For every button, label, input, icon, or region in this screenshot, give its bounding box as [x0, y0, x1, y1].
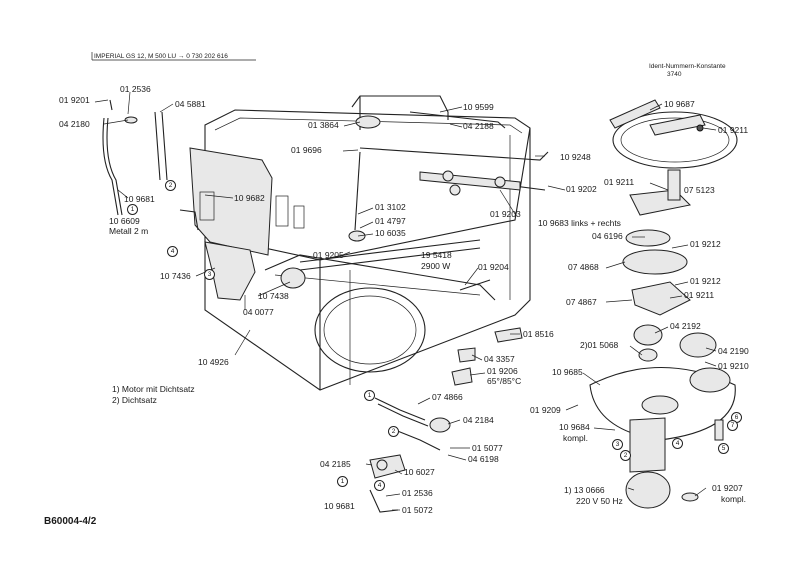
part-label: 10 6609: [109, 216, 140, 226]
part-label: 01 2536: [402, 488, 433, 498]
side-panel: [189, 147, 305, 256]
part-label: 01 9211: [718, 125, 749, 135]
part-label: 01 5077: [472, 443, 503, 453]
part-label: 01 9696: [291, 145, 322, 155]
spray-arm: [609, 99, 738, 169]
ident-value: 3740: [667, 71, 682, 78]
part-label: Metall 2 m: [109, 226, 149, 236]
part-label: 01 9203: [490, 209, 521, 219]
part-label: 04 6198: [468, 454, 499, 464]
drawing-code: B60004-4/2: [44, 516, 97, 527]
part-label: 01 9206: [487, 366, 518, 376]
part-label: 10 9681: [324, 501, 355, 511]
part-label: 10 9685: [552, 367, 583, 377]
part-label: 10 9683 links + rechts: [538, 218, 621, 228]
left-hoses: [102, 99, 256, 301]
part-label: 2900 W: [421, 261, 451, 271]
callout-number: 3: [612, 439, 623, 450]
part-label: 01 9211: [604, 177, 635, 187]
part-label: 04 2180: [59, 119, 90, 129]
part-label: 10 9248: [560, 152, 591, 162]
part-label: 10 9684: [559, 422, 590, 432]
footnote-2: 2) Dichtsatz: [112, 395, 157, 405]
part-label: 04 0077: [243, 307, 274, 317]
part-label: 04 2184: [463, 415, 494, 425]
callout-number: 2: [620, 450, 631, 461]
part-label: 04 5881: [175, 99, 206, 109]
callout-number: 2: [165, 180, 176, 191]
part-label: 01 9212: [690, 276, 721, 286]
part-label: 04 2190: [718, 346, 749, 356]
part-label: 07 4866: [432, 392, 463, 402]
leader-lines: [94, 91, 717, 511]
part-label: 01 9207: [712, 483, 743, 493]
part-label: 10 6027: [404, 467, 435, 477]
part-label: 19 5418: [421, 250, 452, 260]
part-label: 10 9599: [463, 102, 494, 112]
model-heading: IMPERIAL GS 12, M 500 LU → 0 730 202 616: [94, 53, 228, 60]
part-label: 01 9210: [718, 361, 749, 371]
part-label: 01 3102: [375, 202, 406, 212]
part-label: 01 9201: [59, 95, 90, 105]
callout-number: 4: [167, 246, 178, 257]
footnote-1: 1) Motor mit Dichtsatz: [112, 384, 195, 394]
part-label: 07 4868: [568, 262, 599, 272]
part-label: 10 9682: [234, 193, 265, 203]
part-label: 10 9687: [664, 99, 695, 109]
part-label: 1) 13 0666: [564, 485, 605, 495]
callout-number: 2: [388, 426, 399, 437]
callout-number: 4: [374, 480, 385, 491]
callout-number: 7: [727, 420, 738, 431]
part-label: 07 4867: [566, 297, 597, 307]
callout-number: 3: [204, 269, 215, 280]
part-label: 10 9681: [124, 194, 155, 204]
part-label: 10 7436: [160, 271, 191, 281]
callout-number: 1: [127, 204, 138, 215]
part-label: 01 9209: [530, 405, 561, 415]
part-label: kompl.: [563, 433, 589, 443]
part-label: 01 9205: [313, 250, 344, 260]
part-label: 10 7438: [258, 291, 289, 301]
part-label: 01 9212: [690, 239, 721, 249]
part-label: 04 2192: [670, 321, 701, 331]
part-label: 10 4926: [198, 357, 229, 367]
part-label: 04 6196: [592, 231, 623, 241]
part-label: 01 9202: [566, 184, 597, 194]
part-label: 01 4797: [375, 216, 406, 226]
part-label: 01 3864: [308, 120, 339, 130]
part-label: 2)01 5068: [580, 340, 619, 350]
pump-stack: [589, 169, 736, 509]
valve-assembly: [369, 327, 523, 513]
part-label: 01 8516: [523, 329, 554, 339]
callout-number: 4: [672, 438, 683, 449]
part-label: 01 5072: [402, 505, 433, 515]
ident-label: Ident-Nummern-Konstante: [649, 63, 726, 70]
callout-number: 1: [337, 476, 348, 487]
callout-number: 5: [718, 443, 729, 454]
part-label: 01 9211: [684, 290, 715, 300]
part-label: kompl.: [721, 494, 747, 504]
part-label: 04 3357: [484, 354, 515, 364]
part-label: 04 2185: [320, 459, 351, 469]
part-label: 01 2536: [120, 84, 151, 94]
part-label: 01 9204: [478, 262, 509, 272]
part-label: 65°/85°C: [487, 376, 522, 386]
part-label: 07 5123: [684, 185, 715, 195]
part-label: 04 2188: [463, 121, 494, 131]
part-label: 10 6035: [375, 228, 406, 238]
callout-number: 1: [364, 390, 375, 401]
upper-arm-assembly: [351, 95, 549, 231]
part-label: 220 V 50 Hz: [576, 496, 623, 506]
